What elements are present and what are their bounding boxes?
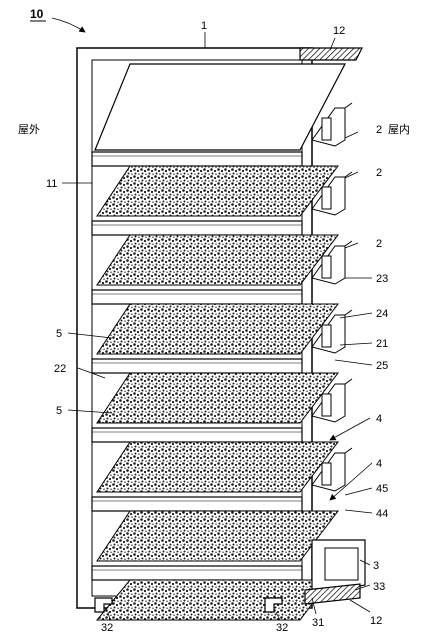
drain-spouts xyxy=(94,597,283,613)
label-33: 33 xyxy=(373,581,385,593)
indoor-stopper-5 xyxy=(321,393,332,417)
filter-blade-5 xyxy=(96,441,340,493)
label-11: 11 xyxy=(46,178,57,190)
indoor-tab-4 xyxy=(344,309,353,316)
filter-blade-6 xyxy=(96,510,340,562)
label-3: 3 xyxy=(373,560,379,572)
label-10: 10 xyxy=(30,7,44,21)
louver-rail-1 xyxy=(91,151,303,167)
label-12-top: 12 xyxy=(333,25,345,37)
label-25: 25 xyxy=(376,360,388,372)
indoor-tab-1 xyxy=(344,102,353,109)
leader-lines xyxy=(51,17,373,621)
label-indoor: 屋内 xyxy=(388,122,410,136)
filter-blade-1 xyxy=(96,165,340,217)
label-1: 1 xyxy=(201,20,207,32)
label-24: 24 xyxy=(376,308,388,320)
filter-blade-7 xyxy=(95,579,331,621)
label-2b: 2 xyxy=(376,167,382,179)
label-4a: 4 xyxy=(376,413,382,425)
label-32b: 32 xyxy=(276,622,288,634)
label-22: 22 xyxy=(54,363,66,375)
louver-rail-5 xyxy=(91,427,303,443)
indoor-stopper-2 xyxy=(321,186,332,210)
indoor-tab-3 xyxy=(344,240,353,247)
top-hood-12 xyxy=(299,47,363,61)
indoor-tab-2 xyxy=(344,171,353,178)
drain-box-3 xyxy=(304,539,366,605)
indoor-stopper-1 xyxy=(321,117,332,141)
indoor-stopper-4 xyxy=(321,324,332,348)
reference-labels: 10 1 12 屋外 屋内 11 2 2 2 23 24 21 25 5 22 … xyxy=(18,7,410,634)
louver-rail-7 xyxy=(91,565,303,581)
label-4b: 4 xyxy=(376,458,382,470)
top-cover-panel xyxy=(94,63,346,151)
indoor-tab-6 xyxy=(344,447,353,454)
louver-rail-4 xyxy=(91,358,303,374)
louver-rail-6 xyxy=(91,496,303,512)
filter-blade-4 xyxy=(96,372,340,424)
label-31: 31 xyxy=(312,617,324,629)
label-32a: 32 xyxy=(101,622,113,634)
label-45: 45 xyxy=(376,483,388,495)
label-outdoor: 屋外 xyxy=(18,123,40,136)
louver-rail-3 xyxy=(91,289,303,305)
label-5b: 5 xyxy=(56,405,62,417)
indoor-tab-5 xyxy=(344,378,353,385)
label-2a: 2 xyxy=(376,124,382,136)
filter-blade-2 xyxy=(96,234,340,286)
louver-rail-2 xyxy=(91,220,303,236)
label-5a: 5 xyxy=(56,328,62,340)
label-44: 44 xyxy=(376,508,388,520)
indoor-stopper-6 xyxy=(321,462,332,486)
label-21: 21 xyxy=(376,338,388,350)
filter-blade-3 xyxy=(96,303,340,355)
indoor-stopper-3 xyxy=(321,255,332,279)
label-2c: 2 xyxy=(376,238,382,250)
label-23: 23 xyxy=(376,273,388,285)
label-12-bottom: 12 xyxy=(370,615,382,627)
